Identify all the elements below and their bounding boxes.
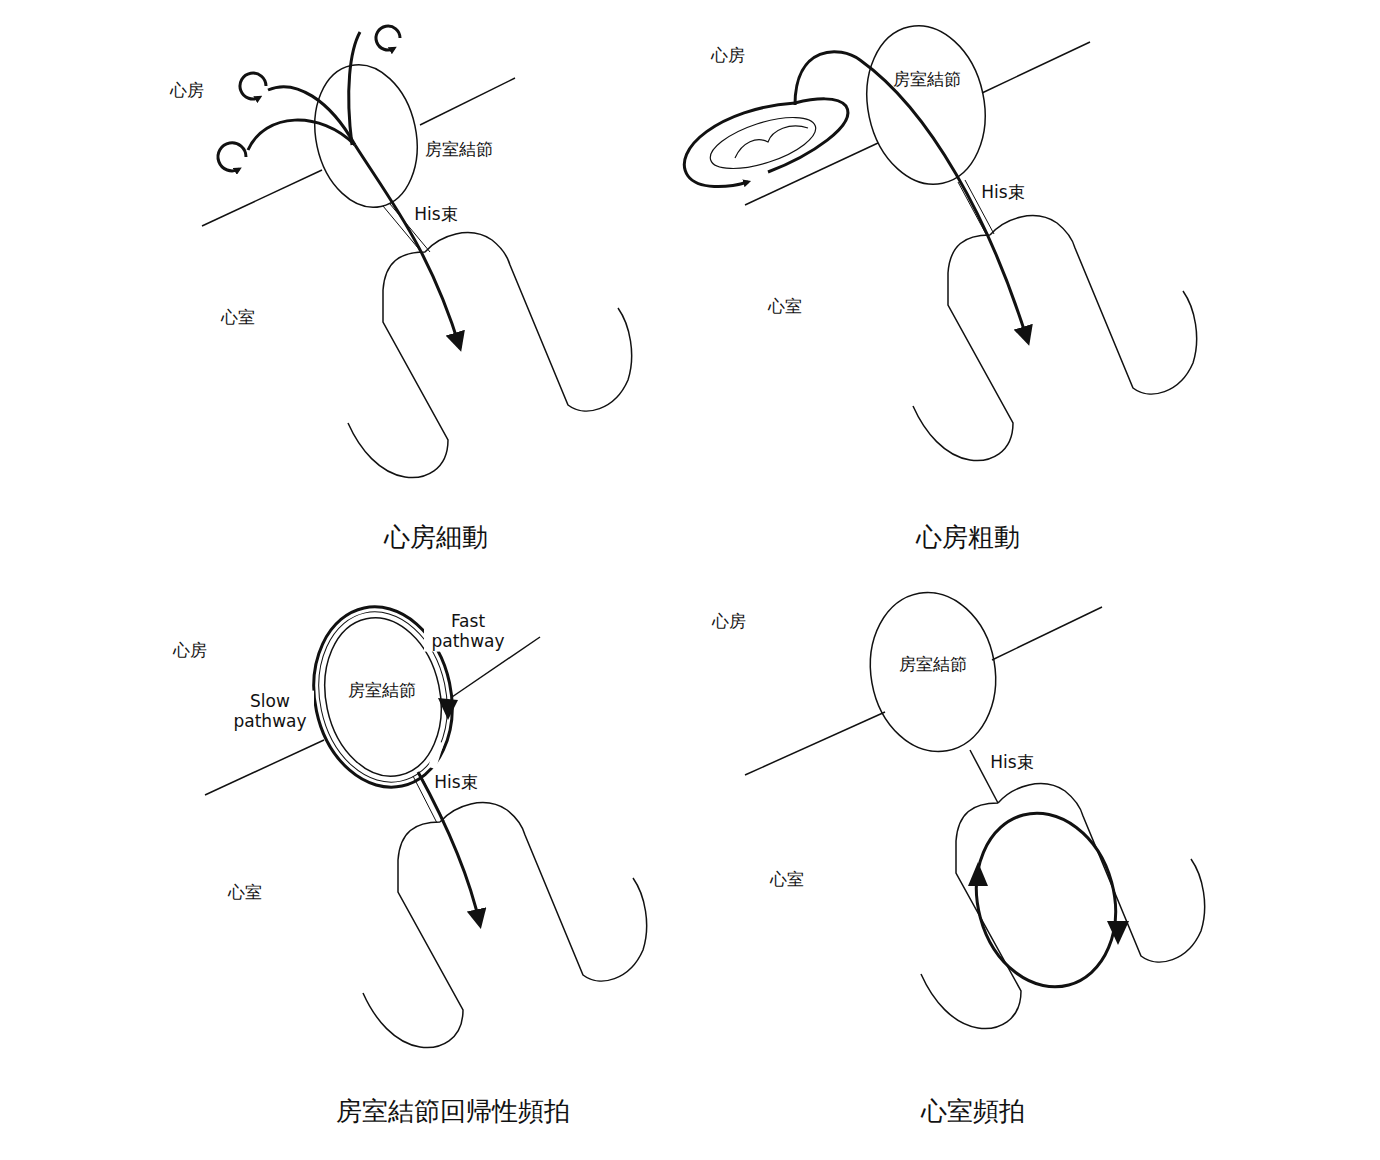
conduction-arrow: [795, 52, 1028, 342]
part-label: His束: [988, 752, 1035, 772]
part-label: Fast pathway: [424, 611, 512, 652]
circuit-arrow: [1107, 921, 1129, 945]
part-label: 心室: [766, 296, 804, 316]
av-node-ellipse: [858, 582, 1008, 761]
part-label: Slow pathway: [226, 691, 314, 732]
av-plane: [420, 78, 515, 125]
circuit-arrow: [968, 862, 988, 886]
part-label: 心室: [768, 869, 806, 889]
part-label: 心房: [168, 80, 206, 100]
part-label: 心室: [226, 882, 264, 902]
av-node: 房室結節: [865, 588, 1005, 758]
part-label: 心房: [710, 611, 748, 631]
circular-arrow: [376, 26, 400, 50]
panel-aflutter: [684, 42, 1196, 461]
node-label: 房室結節: [425, 140, 493, 160]
av-node-ellipse: [853, 15, 1000, 196]
reentry-circuit: [958, 797, 1135, 1002]
av-node-outline: [300, 55, 500, 215]
panel-caption: 心房細動: [382, 522, 490, 553]
part-label: 心房: [171, 640, 209, 660]
av-plane: [745, 712, 885, 775]
flutter-inner: [705, 107, 822, 179]
circular-arrow: [218, 143, 246, 171]
av-node-outline: [860, 20, 995, 190]
ventricle-outline: [348, 233, 632, 478]
ventricle-outline: [363, 803, 647, 1048]
av-plane: [205, 740, 324, 795]
panel-avnrt: [205, 594, 647, 1048]
panel-vt: [745, 607, 1205, 1029]
panel-caption: 房室結節回帰性頻拍: [334, 1096, 572, 1127]
av-plane: [992, 607, 1102, 660]
circular-arrow: [240, 73, 266, 99]
part-label: His束: [979, 182, 1026, 202]
av-plane: [982, 42, 1090, 93]
ventricle-outline: [921, 784, 1205, 1029]
av-node: 房室結節: [300, 55, 500, 215]
node-label: 房室結節: [893, 70, 961, 90]
conduction-arrow: [355, 145, 460, 348]
conduction-arrow: [418, 772, 480, 925]
panel-caption: 心房粗動: [914, 522, 1022, 553]
ventricle-outline: [913, 216, 1197, 461]
av-node: 房室結節: [860, 20, 995, 190]
part-label: His束: [432, 772, 479, 792]
fibrillation-wave: [349, 32, 360, 145]
part-label: 心室: [219, 307, 257, 327]
flutter-loop: [768, 99, 848, 172]
fibrillation-wave: [248, 120, 355, 150]
av-plane: [202, 170, 322, 226]
node-label: 房室結節: [899, 655, 967, 675]
fibrillation-wave: [268, 87, 355, 145]
panel-af: [202, 26, 632, 478]
flutter-loop: [684, 103, 795, 187]
flutter-inner: [735, 126, 808, 158]
av-node-ellipse: [302, 55, 430, 217]
node-label: 房室結節: [348, 681, 416, 701]
panel-caption: 心室頻拍: [919, 1096, 1027, 1127]
part-label: 心房: [709, 45, 747, 65]
part-label: His束: [412, 204, 459, 224]
